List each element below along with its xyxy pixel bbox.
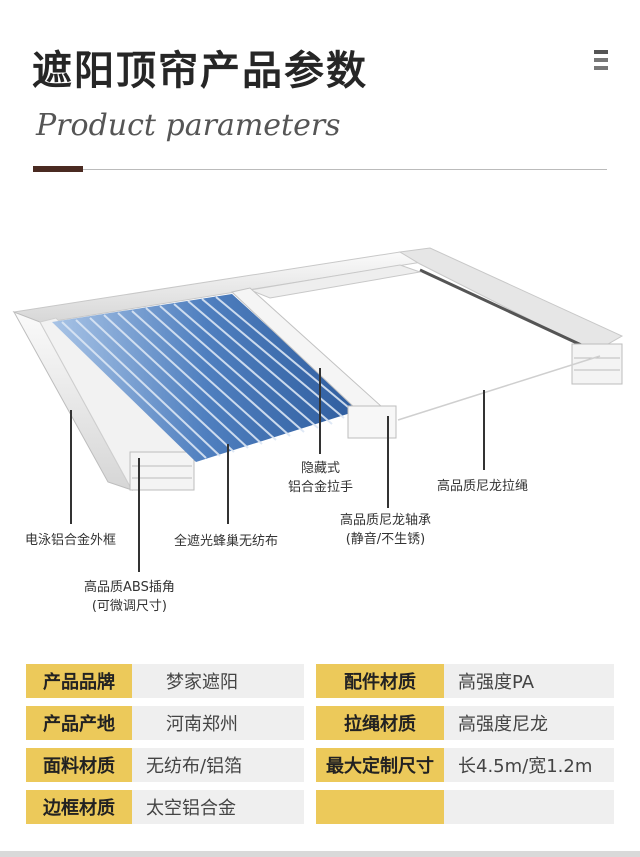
leader-frame (70, 410, 72, 524)
callout-frame: 电泳铝合金外框 (25, 533, 117, 548)
leader-fabric (227, 444, 229, 524)
leader-handle (319, 368, 321, 454)
product-illustration (12, 247, 624, 491)
spec-label-empty (316, 790, 444, 824)
frame-right-rail (398, 247, 624, 353)
callout-fabric: 全遮光蜂巢无纺布 (174, 534, 279, 549)
callout-corner-line2: (可微调尺寸) (91, 599, 167, 614)
callout-handle: 隐藏式 铝合金拉手 (288, 459, 353, 497)
spec-value: 太空铝合金 (132, 790, 304, 824)
callout-bearing-line1: 高品质尼龙轴承 (340, 513, 432, 528)
spec-label: 产品产地 (26, 706, 132, 740)
spec-value: 长4.5m/宽1.2m (444, 748, 614, 782)
callout-corner: 高品质ABS插角 (可微调尺寸) (84, 578, 175, 616)
menu-icon[interactable] (594, 50, 608, 72)
menu-icon-bar-1 (594, 50, 608, 54)
callout-bearing: 高品质尼龙轴承 (静音/不生锈) (340, 511, 431, 549)
callout-bearing-line2: (静音/不生锈) (345, 532, 426, 547)
spec-value: 高强度PA (444, 664, 614, 698)
header-divider (33, 169, 607, 170)
corner-cap-left (129, 451, 195, 491)
corner-cap-right (571, 343, 623, 385)
leader-rope (483, 390, 485, 470)
page-title: 遮阳顶帘产品参数 (32, 48, 368, 94)
menu-icon-bar-3 (594, 66, 608, 70)
spec-value-empty (444, 790, 614, 824)
bottom-bar (0, 851, 640, 857)
spec-label: 面料材质 (26, 748, 132, 782)
header-divider-accent (33, 166, 83, 172)
spec-value: 河南郑州 (132, 706, 304, 740)
leader-bearing (387, 416, 389, 508)
callout-handle-line1: 隐藏式 (301, 461, 341, 476)
spec-label: 产品品牌 (26, 664, 132, 698)
page-subtitle: Product parameters (36, 108, 341, 143)
menu-icon-bar-2 (594, 58, 608, 62)
leader-corner (138, 458, 140, 572)
frame-front-rail (248, 264, 422, 299)
spec-value: 无纺布/铝箔 (132, 748, 304, 782)
pull-rope (397, 355, 601, 421)
callout-handle-line2: 铝合金拉手 (288, 480, 354, 495)
callout-rope: 高品质尼龙拉绳 (437, 479, 529, 494)
spec-label: 边框材质 (26, 790, 132, 824)
spec-label: 拉绳材质 (316, 706, 444, 740)
spec-value: 梦家遮阳 (132, 664, 304, 698)
callout-corner-line1: 高品质ABS插角 (84, 580, 175, 595)
spec-value: 高强度尼龙 (444, 706, 614, 740)
spec-label: 配件材质 (316, 664, 444, 698)
spec-label: 最大定制尺寸 (316, 748, 444, 782)
